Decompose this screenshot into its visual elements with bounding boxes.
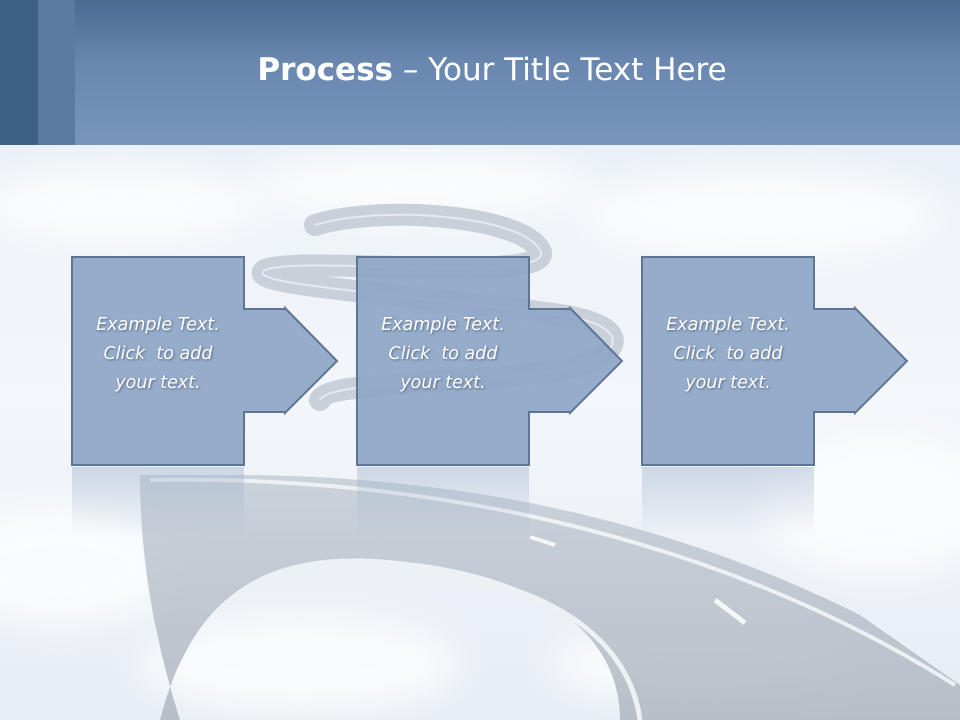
header-accent-dark: [0, 0, 38, 145]
step-2-text[interactable]: Example Text. Click to add your text.: [357, 311, 529, 398]
step-3-line-2: Click to add: [673, 344, 783, 364]
step-3-shape[interactable]: [641, 256, 909, 466]
step-1-reflection: [72, 467, 244, 537]
step-1-line-1: Example Text.: [96, 315, 220, 335]
step-3-line-3: your text.: [685, 373, 771, 393]
step-1-line-2: Click to add: [103, 344, 213, 364]
step-3-text[interactable]: Example Text. Click to add your text.: [642, 311, 814, 398]
step-1-text[interactable]: Example Text. Click to add your text.: [72, 311, 244, 398]
step-3-reflection: [642, 467, 814, 537]
title-rest: – Your Title Text Here: [393, 52, 727, 88]
header-accent-light: [38, 0, 75, 145]
step-1-line-3: your text.: [115, 373, 201, 393]
title-bar: [0, 0, 960, 145]
step-2-line-2: Click to add: [388, 344, 498, 364]
step-3-line-1: Example Text.: [666, 315, 790, 335]
step-1-shape[interactable]: [71, 256, 339, 466]
step-2-line-1: Example Text.: [381, 315, 505, 335]
step-2-shape[interactable]: [356, 256, 624, 466]
step-2-line-3: your text.: [400, 373, 486, 393]
title-bold: Process: [257, 52, 393, 88]
step-2-reflection: [357, 467, 529, 537]
slide-title[interactable]: Process – Your Title Text Here: [0, 52, 960, 88]
